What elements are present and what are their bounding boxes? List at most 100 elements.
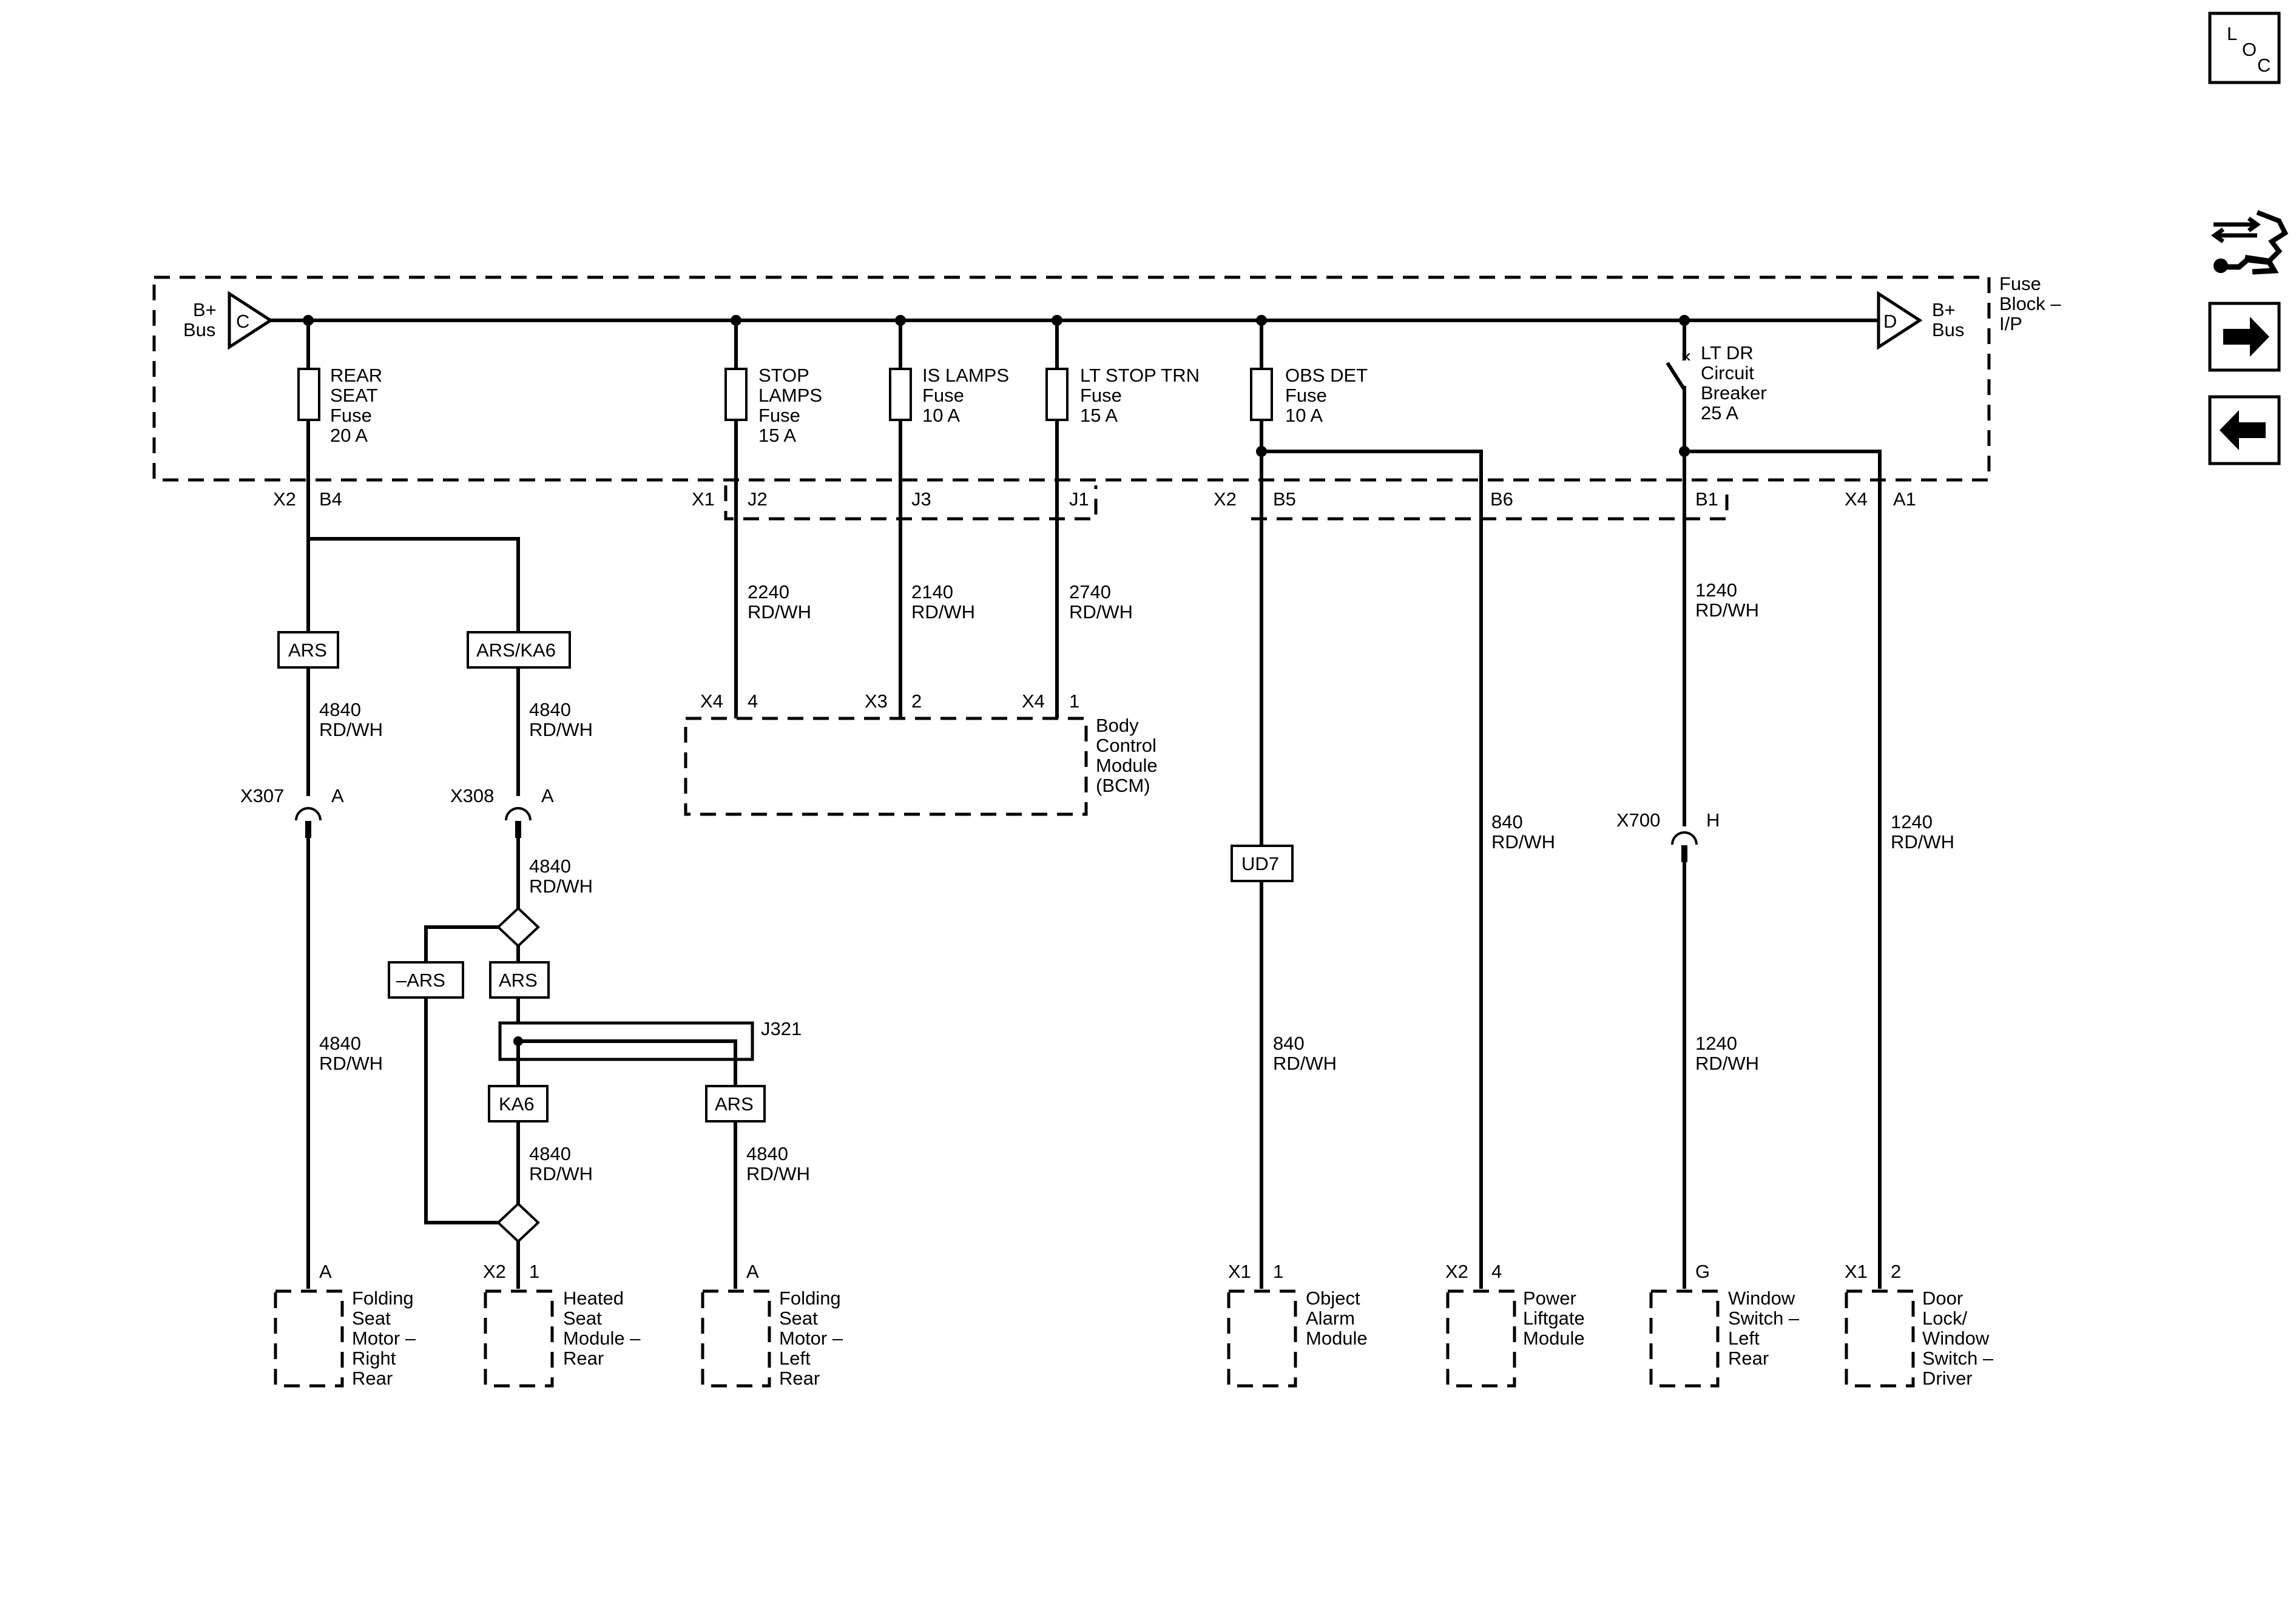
svg-text:LAMPS: LAMPS xyxy=(758,385,822,406)
svg-text:A: A xyxy=(319,1261,332,1282)
wire-840-a-num: 840 xyxy=(1273,1033,1305,1054)
wire-1240-mid-num: 1240 xyxy=(1695,1033,1737,1054)
svg-text:1: 1 xyxy=(1273,1261,1283,1282)
svg-text:ARS: ARS xyxy=(715,1093,754,1115)
pin-x1: X1 xyxy=(692,488,715,510)
svg-text:Module: Module xyxy=(1306,1328,1368,1349)
pin-x2-mid: X2 xyxy=(1214,488,1237,510)
svg-text:Seat: Seat xyxy=(779,1308,818,1329)
svg-text:Motor –: Motor – xyxy=(779,1328,843,1349)
pin-j1: J1 xyxy=(1069,488,1089,510)
svg-text:X1: X1 xyxy=(1228,1261,1251,1282)
fuse-obs-det: OBS DET Fuse 10 A xyxy=(1250,320,1368,426)
svg-text:Left: Left xyxy=(1728,1328,1760,1349)
option-ars-3 xyxy=(705,1085,766,1122)
svg-text:ARS: ARS xyxy=(288,640,327,661)
svg-text:OBS DET: OBS DET xyxy=(1285,365,1368,386)
wire-4840-e-num: 4840 xyxy=(529,1143,571,1164)
svg-text:C: C xyxy=(236,311,249,332)
wire-4840-e-color: RD/WH xyxy=(529,1163,593,1184)
pin-j2: J2 xyxy=(748,488,768,510)
svg-text:X700: X700 xyxy=(1616,809,1660,831)
svg-text:Power: Power xyxy=(1523,1288,1576,1309)
component-door-lock-window-switch-driver: X1 2 Door Lock/ Window Switch – Driver xyxy=(1845,1261,1994,1389)
svg-text:Heated: Heated xyxy=(563,1288,624,1309)
fuse-rear-seat: REAR SEAT Fuse 20 A xyxy=(297,320,382,446)
svg-text:Liftgate: Liftgate xyxy=(1523,1308,1585,1329)
loc-c-letter: C xyxy=(2257,55,2271,76)
wire-2140-color: RD/WH xyxy=(911,601,975,623)
option-ars-2 xyxy=(489,961,550,999)
svg-text:Module –: Module – xyxy=(563,1328,641,1349)
bus-connector-d: D B+ Bus xyxy=(1877,291,1964,350)
svg-text:STOP: STOP xyxy=(758,365,809,386)
wire-4840-b-num: 4840 xyxy=(529,699,571,720)
splice-pack-j321: J321 xyxy=(498,1018,802,1061)
svg-text:Seat: Seat xyxy=(352,1308,391,1329)
wire-840-a-color: RD/WH xyxy=(1273,1053,1337,1074)
next-page-button[interactable] xyxy=(2208,302,2281,372)
svg-text:KA6: KA6 xyxy=(499,1093,535,1115)
svg-text:A: A xyxy=(746,1261,759,1282)
svg-text:Rear: Rear xyxy=(1728,1348,1769,1369)
svg-text:B+: B+ xyxy=(1932,299,1956,320)
component-heated-seat-module-rear: X2 1 Heated Seat Module – Rear xyxy=(483,1261,641,1388)
svg-text:Folding: Folding xyxy=(779,1288,841,1309)
svg-text:Bus: Bus xyxy=(183,319,215,340)
svg-text:Fuse: Fuse xyxy=(922,385,964,406)
pin-x2-left: X2 xyxy=(273,488,296,510)
previous-page-button[interactable] xyxy=(2208,395,2281,465)
svg-text:Window: Window xyxy=(1728,1288,1795,1309)
svg-text:B+: B+ xyxy=(193,299,217,320)
svg-text:X307: X307 xyxy=(240,785,284,806)
svg-text:1: 1 xyxy=(1069,690,1079,712)
svg-text:1: 1 xyxy=(529,1261,539,1282)
svg-text:Door: Door xyxy=(1922,1288,1963,1309)
component-view-icon[interactable] xyxy=(2210,210,2289,275)
svg-text:15 A: 15 A xyxy=(758,425,796,446)
svg-text:Window: Window xyxy=(1922,1328,1990,1349)
svg-text:10 A: 10 A xyxy=(922,405,960,426)
pin-b1: B1 xyxy=(1695,488,1718,510)
svg-text:Control: Control xyxy=(1096,735,1156,756)
svg-text:4: 4 xyxy=(748,690,758,712)
location-button[interactable]: L O C xyxy=(2208,12,2281,84)
svg-text:D: D xyxy=(1883,311,1897,332)
component-folding-seat-motor-right-rear: A Folding Seat Motor – Right Rear xyxy=(274,1261,416,1389)
wire-4840-c-color: RD/WH xyxy=(319,1053,383,1074)
svg-text:X3: X3 xyxy=(865,690,888,712)
svg-text:Switch –: Switch – xyxy=(1922,1348,1994,1369)
svg-text:Module: Module xyxy=(1096,755,1158,776)
svg-text:X308: X308 xyxy=(450,785,494,806)
inline-connector-x308: X308 A xyxy=(450,785,554,838)
svg-text:J321: J321 xyxy=(761,1018,802,1039)
wire-4840-f-color: RD/WH xyxy=(746,1163,810,1184)
svg-text:Lock/: Lock/ xyxy=(1922,1308,1967,1329)
component-window-switch-left-rear: G Window Switch – Left Rear xyxy=(1649,1261,1800,1388)
svg-text:Rear: Rear xyxy=(779,1368,820,1389)
wire-2740-num: 2740 xyxy=(1069,581,1111,603)
svg-text:H: H xyxy=(1706,809,1720,831)
svg-text:Rear: Rear xyxy=(352,1368,393,1389)
svg-text:15 A: 15 A xyxy=(1080,405,1118,426)
svg-text:Object: Object xyxy=(1306,1288,1360,1309)
svg-text:Left: Left xyxy=(779,1348,811,1369)
svg-text:20 A: 20 A xyxy=(330,425,368,446)
svg-text:X2: X2 xyxy=(483,1261,506,1282)
svg-text:4: 4 xyxy=(1491,1261,1502,1282)
pin-a1: A1 xyxy=(1893,488,1916,510)
inline-connector-x700: X700 H xyxy=(1616,809,1720,862)
svg-text:10 A: 10 A xyxy=(1285,405,1323,426)
svg-text:UD7: UD7 xyxy=(1241,853,1279,874)
wire-2740-color: RD/WH xyxy=(1069,601,1133,623)
svg-text:Fuse: Fuse xyxy=(330,405,372,426)
option-ud7 xyxy=(1231,845,1294,882)
svg-text:Body: Body xyxy=(1096,715,1139,736)
arrow-right-icon xyxy=(2223,317,2269,357)
fuse-lt-stop-trn: LT STOP TRN Fuse 15 A xyxy=(1045,320,1200,426)
bus-connector-c: C B+ Bus xyxy=(183,291,274,350)
svg-text:Rear: Rear xyxy=(563,1348,604,1369)
wire-4840-b-color: RD/WH xyxy=(529,719,593,740)
wire-2240-num: 2240 xyxy=(748,581,789,603)
